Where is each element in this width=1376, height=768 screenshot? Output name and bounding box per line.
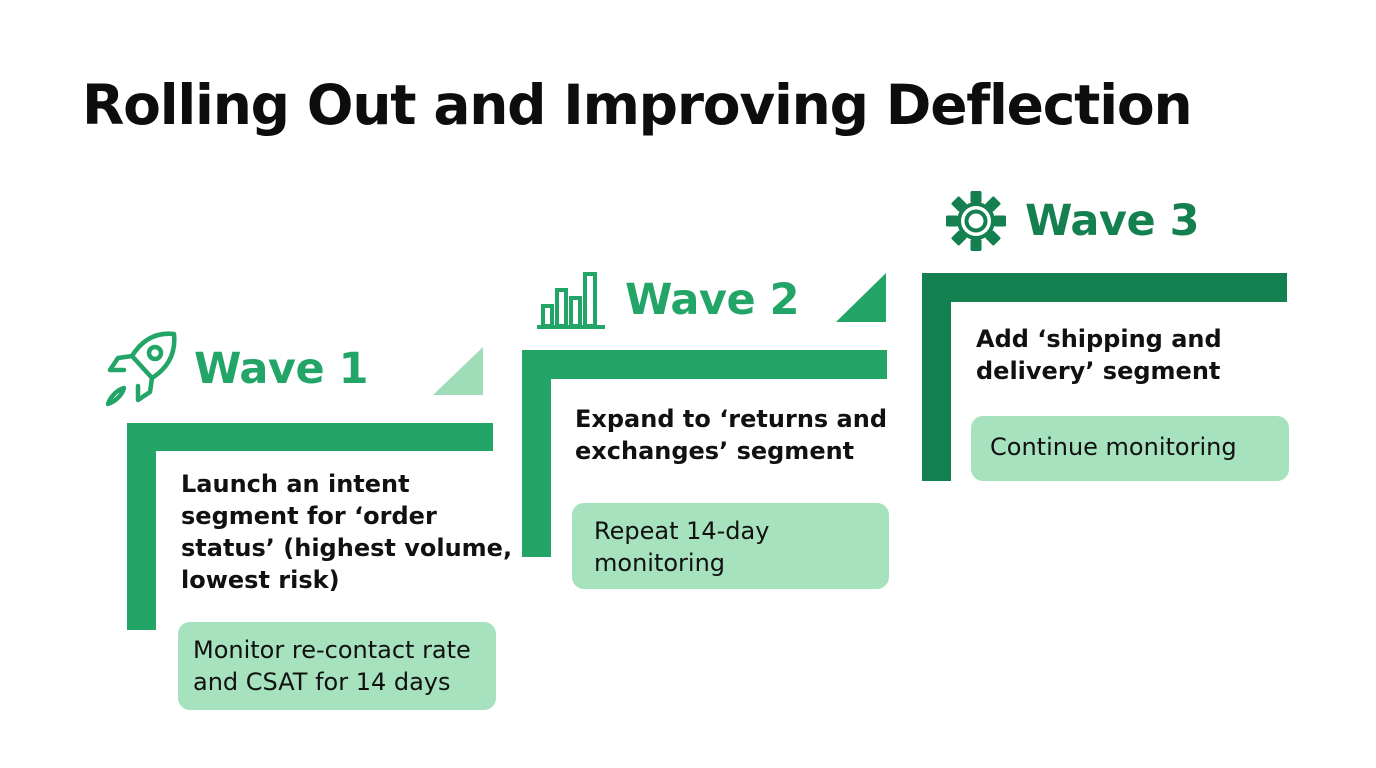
bar-chart-icon	[537, 272, 605, 329]
wave-1-note-line: and CSAT for 14 days	[193, 668, 451, 696]
wave-3-header: Wave 3	[945, 190, 1200, 252]
wave-1-title: Wave 1	[194, 343, 369, 394]
wave-1-description-line: segment for ‘order	[181, 502, 437, 530]
wave-3-bar-vertical	[922, 273, 951, 481]
wave-2-note-line: Repeat 14-day	[594, 517, 770, 545]
wave-2-note: Repeat 14-day monitoring	[572, 503, 889, 589]
wave-1-note-line: Monitor re-contact rate	[193, 636, 471, 664]
wave-1-description-line: lowest risk)	[181, 566, 340, 594]
page-title: Rolling Out and Improving Deflection	[82, 73, 1193, 137]
rocket-icon	[105, 331, 177, 407]
wave-1-bar-horizontal	[127, 423, 493, 451]
wave-3-bar-horizontal	[922, 273, 1287, 302]
wave-3-note-line: Continue monitoring	[990, 433, 1237, 461]
gear-icon	[946, 191, 1006, 251]
wave-3-title: Wave 3	[1025, 195, 1200, 246]
wave-2-corner-triangle	[836, 273, 886, 322]
wave-2-description-line: Expand to ‘returns and	[575, 405, 887, 433]
wave-2-bar-vertical	[522, 350, 551, 557]
wave-1-corner-triangle	[433, 347, 483, 395]
wave-2-bar-horizontal	[522, 350, 887, 379]
wave-1-note: Monitor re-contact rate and CSAT for 14 …	[178, 622, 496, 710]
wave-1-description: Launch an intent segment for ‘order stat…	[181, 468, 512, 596]
wave-3-description-line: delivery’ segment	[976, 357, 1221, 385]
wave-2-description: Expand to ‘returns and exchanges’ segmen…	[575, 403, 887, 467]
wave-2-description-line: exchanges’ segment	[575, 437, 855, 465]
wave-3-description: Add ‘shipping and delivery’ segment	[976, 323, 1222, 387]
wave-2-header: Wave 2	[537, 270, 800, 330]
wave-1-description-line: Launch an intent	[181, 470, 410, 498]
wave-1-description-line: status’ (highest volume,	[181, 534, 513, 562]
wave-2-note-line: monitoring	[594, 549, 726, 577]
wave-3-note: Continue monitoring	[971, 416, 1289, 481]
wave-2-title: Wave 2	[625, 274, 800, 325]
wave-1-bar-vertical	[127, 423, 156, 630]
wave-1-header: Wave 1	[104, 330, 369, 408]
wave-3-description-line: Add ‘shipping and	[976, 325, 1222, 353]
